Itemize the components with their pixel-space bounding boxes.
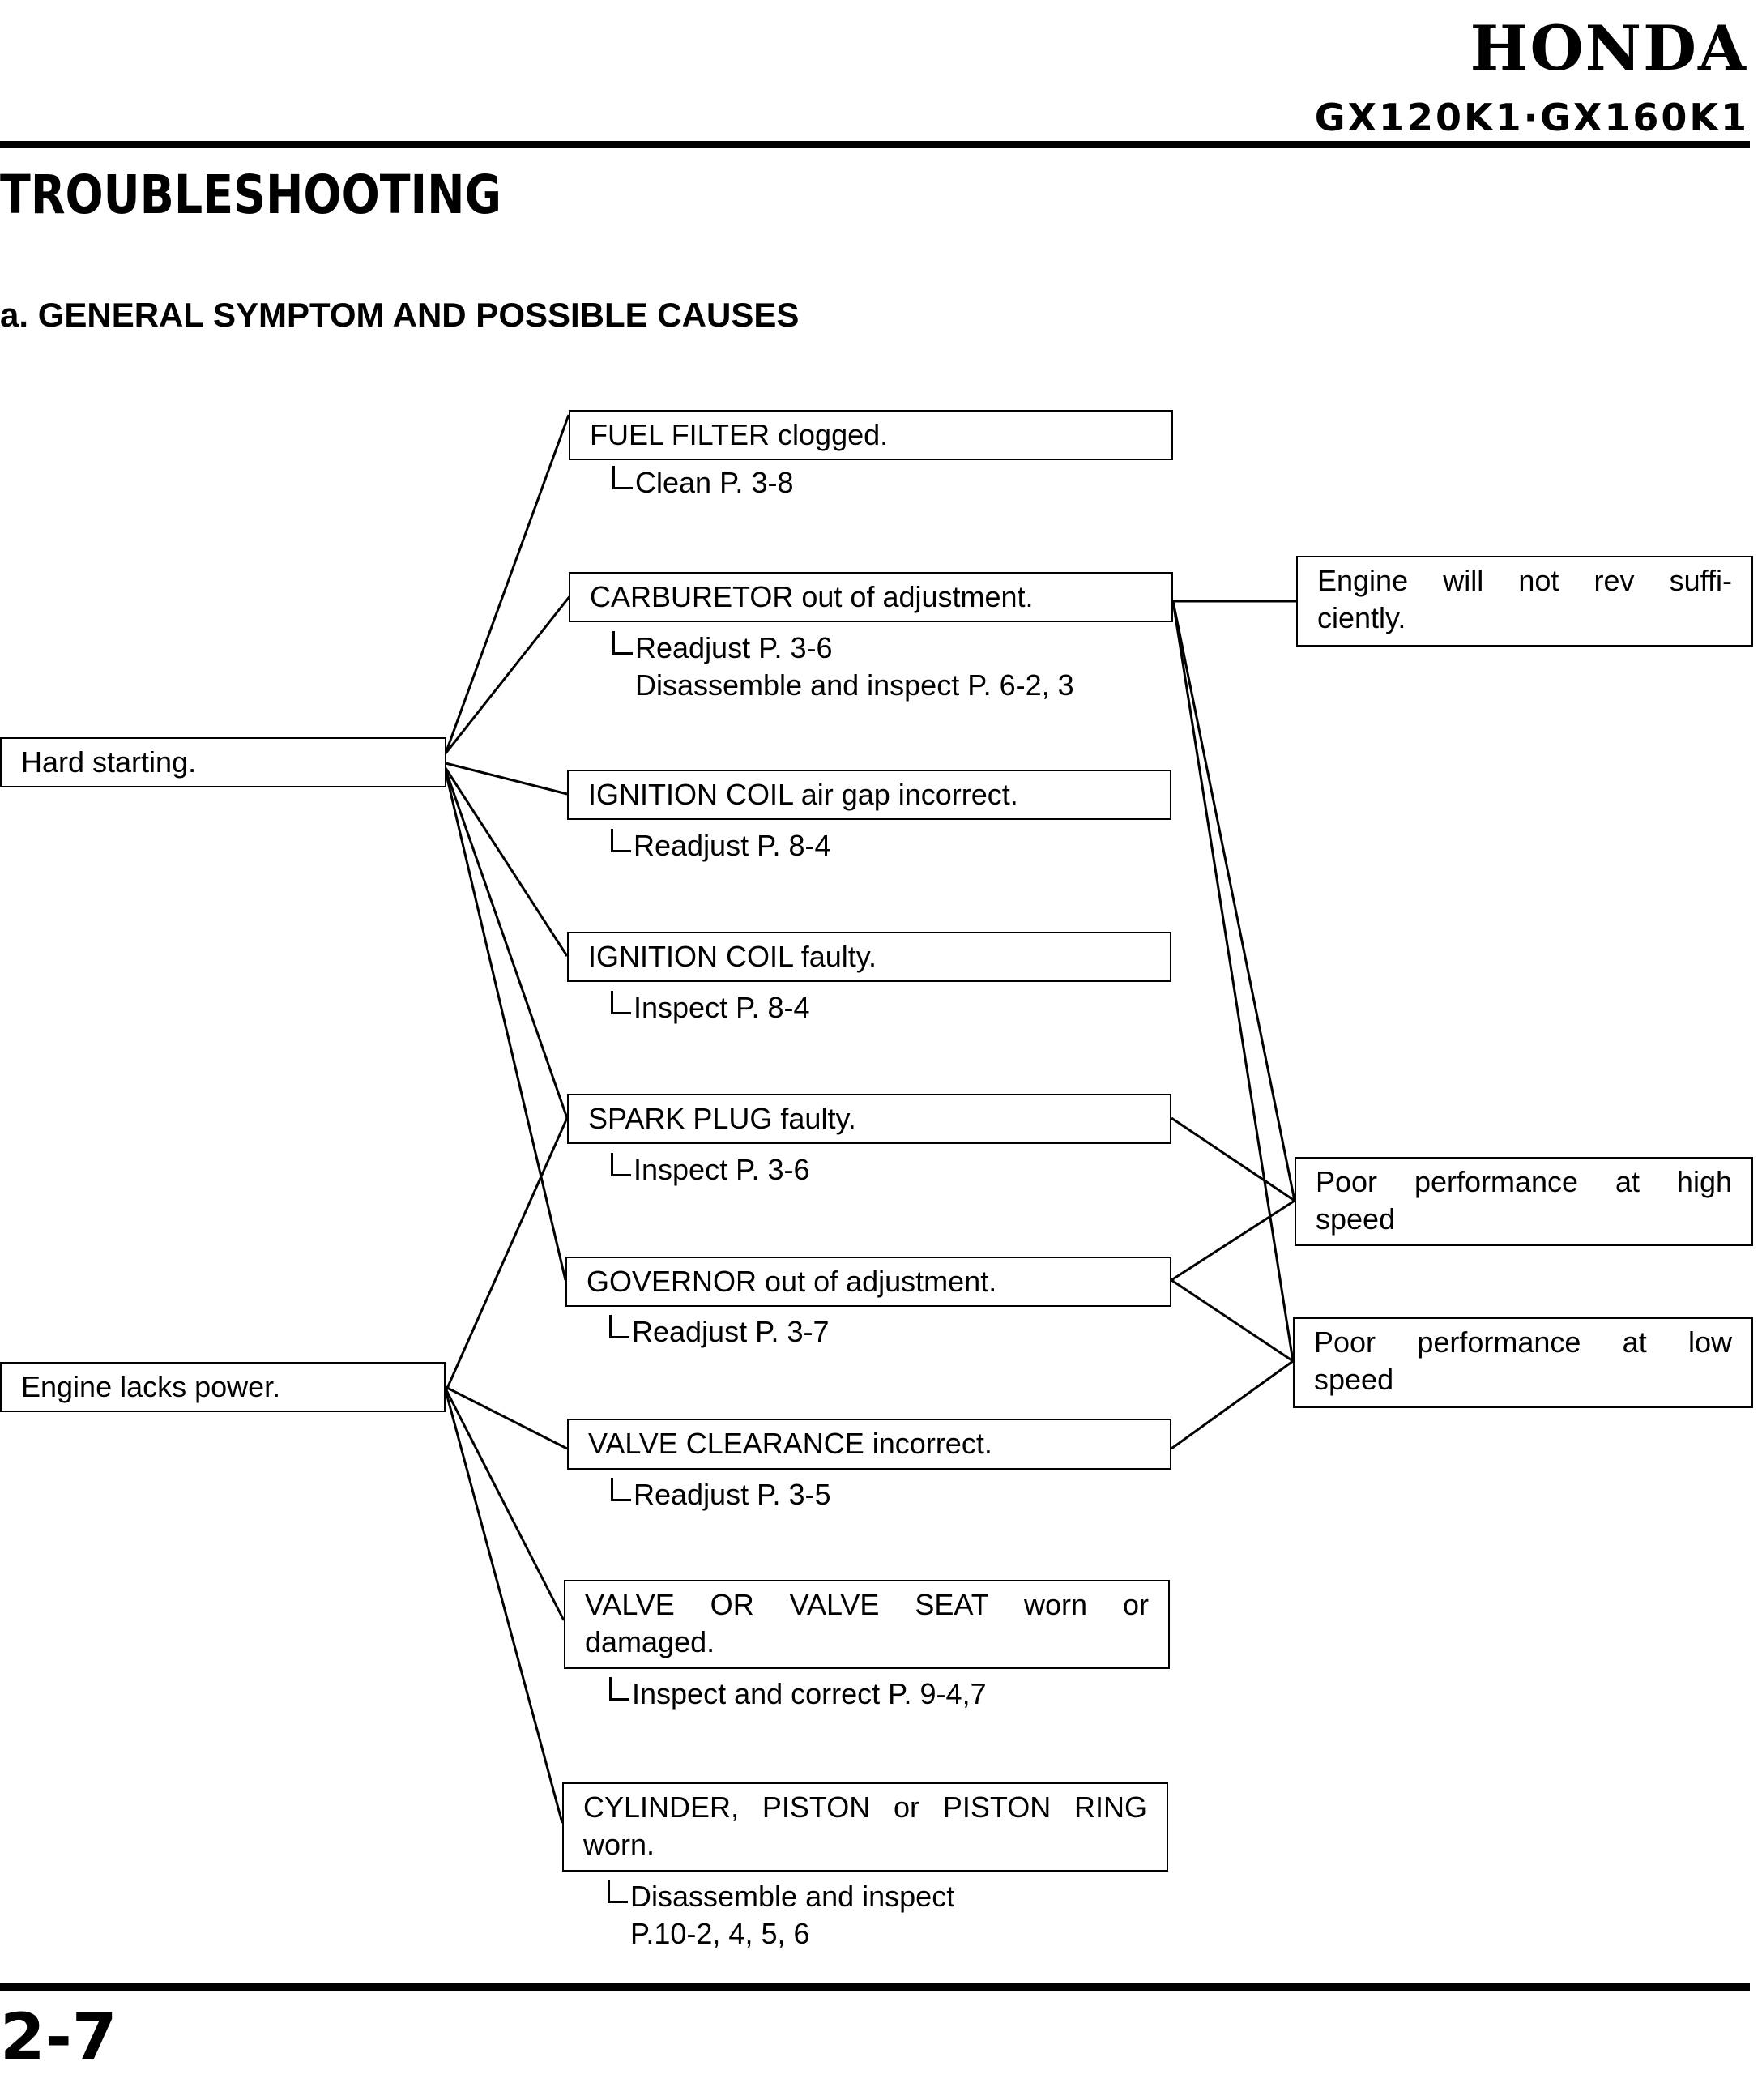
link-hard-fuel-filter [444, 414, 570, 754]
remedy-ignition-coil-faulty: Inspect P. 8-4 [611, 989, 1097, 1030]
section-title: a. GENERAL SYMPTOM AND POSSIBLE CAUSES [0, 296, 800, 334]
link-hard-governor [444, 770, 567, 1281]
cause-ignition-coil-faulty: IGNITION COIL faulty. [567, 932, 1171, 982]
brand-logo: HONDA [1470, 12, 1747, 84]
cause-label: VALVE CLEARANCE incorrect. [588, 1427, 992, 1460]
result-line-1: Poor performance at high [1316, 1165, 1732, 1198]
remedy-governor: Readjust P. 3-7 [609, 1313, 1095, 1354]
cause-label: FUEL FILTER clogged. [590, 418, 889, 451]
remedy-valve-clearance: Readjust P. 3-5 [611, 1476, 1097, 1517]
result-engine-will-not-rev: Engine will not rev suffi- ciently. [1296, 556, 1753, 647]
remedy-spark-plug: Inspect P. 3-6 [611, 1151, 1097, 1192]
branch-hook-icon [611, 1153, 631, 1176]
symptom-label: Hard starting. [21, 745, 197, 779]
cause-label: IGNITION COIL air gap incorrect. [588, 778, 1018, 811]
result-line-1: Engine will not rev suffi- [1317, 564, 1732, 597]
branch-hook-icon [609, 1315, 629, 1338]
link-valve-clearance-low-speed [1171, 1359, 1294, 1450]
cause-ignition-coil-air-gap: IGNITION COIL air gap incorrect. [567, 770, 1171, 820]
cause-label-line-1: VALVE OR VALVE SEAT worn or [585, 1588, 1149, 1621]
result-line-2: ciently. [1317, 601, 1406, 634]
remedy-fuel-filter: Clean P. 3-8 [612, 464, 1099, 505]
link-governor-low-speed [1171, 1278, 1294, 1363]
remedy-cylinder-piston: Disassemble and inspect P.10-2, 4, 5, 6 [608, 1878, 1110, 1959]
page-title: TROUBLESHOOTING [0, 164, 502, 226]
symptom-engine-lacks-power: Engine lacks power. [0, 1362, 446, 1412]
remedy-text: Clean P. 3-8 [635, 466, 794, 499]
link-power-cylinder [444, 1389, 564, 1824]
result-line-2: speed [1314, 1363, 1394, 1396]
branch-hook-icon [612, 631, 633, 655]
branch-hook-icon [611, 991, 631, 1014]
link-power-valve-seat [444, 1388, 565, 1621]
cause-label: GOVERNOR out of adjustment. [587, 1265, 997, 1298]
cause-governor: GOVERNOR out of adjustment. [565, 1257, 1171, 1307]
cause-valve-clearance: VALVE CLEARANCE incorrect. [567, 1419, 1171, 1470]
branch-hook-icon [611, 1478, 631, 1501]
remedy-ignition-coil-air-gap: Readjust P. 8-4 [611, 827, 1097, 868]
page-number: 2-7 [0, 2000, 117, 2075]
remedy-text: Inspect and correct P. 9-4,7 [632, 1677, 987, 1710]
result-poor-performance-high-speed: Poor performance at high speed [1295, 1157, 1753, 1246]
link-carburetor-low-speed [1171, 600, 1295, 1362]
link-hard-carburetor [444, 595, 572, 754]
link-hard-spark-plug [444, 769, 569, 1119]
link-hard-ignition-gap [445, 762, 568, 796]
cause-fuel-filter: FUEL FILTER clogged. [569, 410, 1173, 460]
result-line-1: Poor performance at low [1314, 1325, 1732, 1359]
result-line-2: speed [1316, 1202, 1396, 1236]
cause-cylinder-piston: CYLINDER, PISTON or PISTON RING worn. [562, 1782, 1168, 1872]
branch-hook-icon [612, 466, 633, 489]
cause-spark-plug: SPARK PLUG faulty. [567, 1094, 1171, 1144]
link-power-spark-plug [444, 1117, 569, 1393]
cause-valve-seat: VALVE OR VALVE SEAT worn or damaged. [564, 1580, 1170, 1669]
remedy-text: Inspect P. 8-4 [634, 991, 810, 1024]
model-number: GX120K1·GX160K1 [1314, 96, 1749, 139]
remedy-text: Inspect P. 3-6 [634, 1153, 810, 1186]
cause-carburetor: CARBURETOR out of adjustment. [569, 572, 1173, 622]
link-governor-high-speed [1171, 1199, 1295, 1282]
header-rule [0, 141, 1750, 148]
symptom-label: Engine lacks power. [21, 1370, 281, 1403]
link-power-valve-clearance [445, 1385, 568, 1450]
link-spark-high-speed [1171, 1116, 1295, 1202]
symptom-hard-starting: Hard starting. [0, 737, 446, 788]
cause-label-line-2: worn. [583, 1828, 655, 1861]
remedy-text: Readjust P. 8-4 [634, 829, 831, 862]
cause-label: IGNITION COIL faulty. [588, 940, 877, 973]
remedy-text: Readjust P. 3-5 [634, 1478, 831, 1511]
remedy-text: P.10-2, 4, 5, 6 [630, 1917, 810, 1950]
cause-label: SPARK PLUG faulty. [588, 1102, 856, 1135]
remedy-carburetor: Readjust P. 3-6 Disassemble and inspect … [612, 630, 1180, 711]
remedy-text: Disassemble and inspect [630, 1880, 955, 1913]
cause-label: CARBURETOR out of adjustment. [590, 580, 1034, 613]
result-poor-performance-low-speed: Poor performance at low speed [1293, 1317, 1753, 1408]
remedy-text: Disassemble and inspect P. 6-2, 3 [635, 668, 1074, 702]
cause-label-line-2: damaged. [585, 1625, 715, 1658]
branch-hook-icon [609, 1677, 629, 1701]
remedy-text: Readjust P. 3-7 [632, 1315, 830, 1348]
remedy-valve-seat: Inspect and correct P. 9-4,7 [609, 1675, 1111, 1716]
cause-label-line-1: CYLINDER, PISTON or PISTON RING [583, 1791, 1147, 1824]
remedy-text: Readjust P. 3-6 [635, 631, 833, 664]
link-hard-ignition-faulty [444, 767, 569, 957]
branch-hook-icon [608, 1880, 628, 1903]
footer-rule [0, 1983, 1750, 1991]
link-carburetor-high-speed [1171, 600, 1296, 1202]
branch-hook-icon [611, 829, 631, 852]
